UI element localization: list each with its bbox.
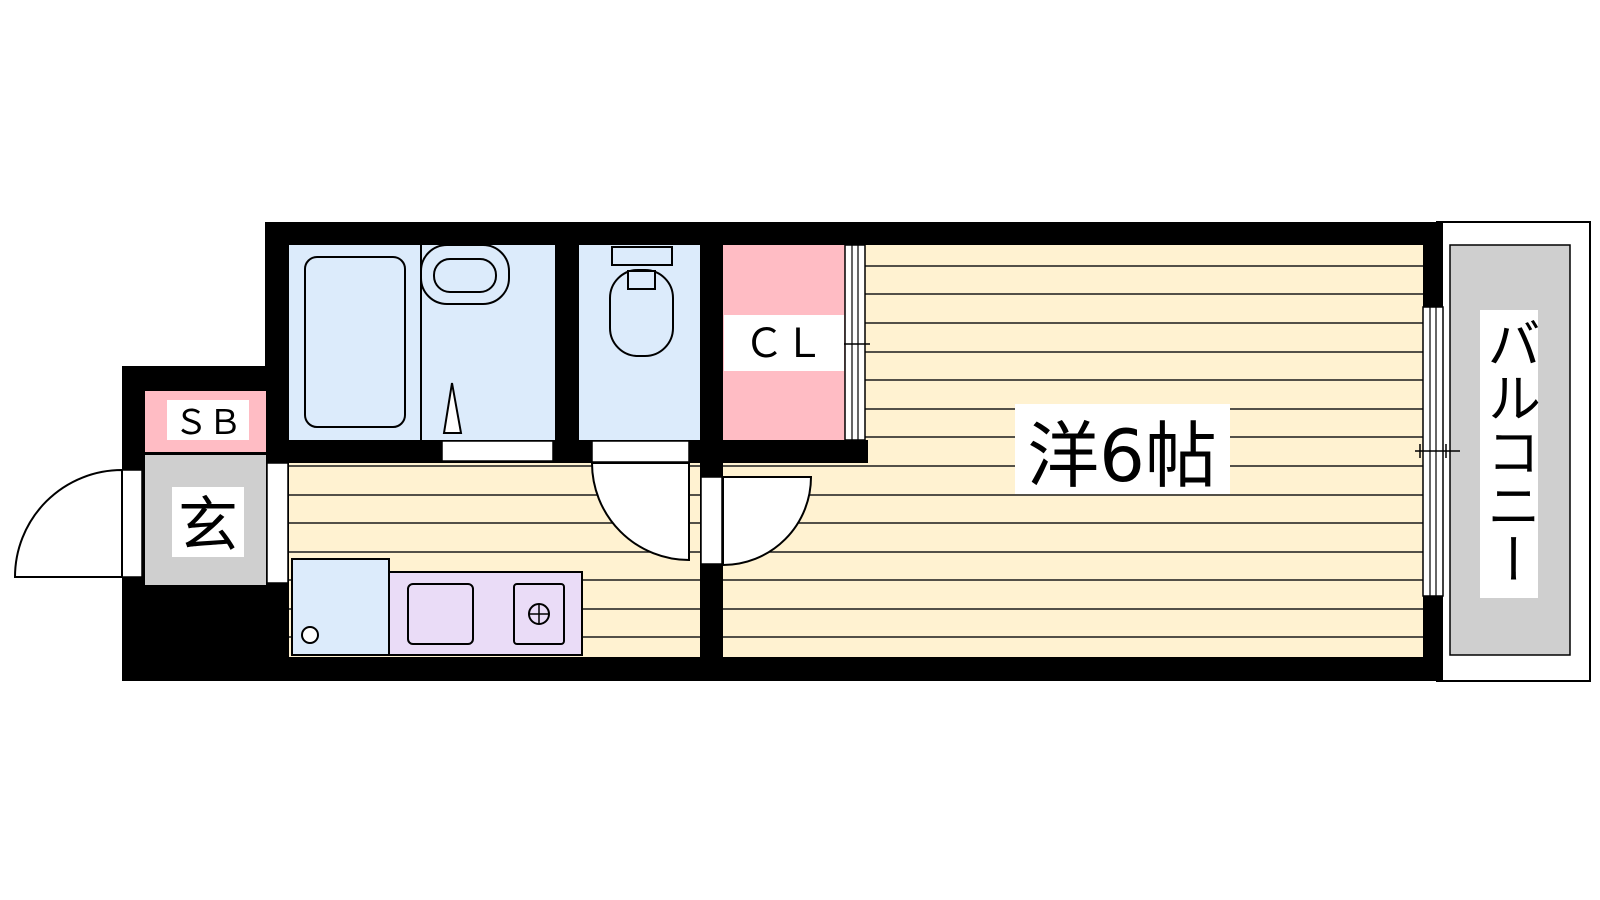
- toilet-tank-icon: [611, 246, 673, 266]
- entrance-label-bg: [172, 487, 244, 557]
- wall-closet-bottom: [723, 440, 868, 463]
- closet-door-track: [844, 244, 866, 441]
- entrance-label: 玄: [178, 491, 238, 561]
- balcony-window: [1415, 306, 1460, 597]
- closet-label: ＣＬ: [744, 321, 824, 367]
- toilet-seat-icon: [627, 270, 656, 290]
- room-door-opening: [700, 476, 723, 565]
- balcony-label-group: バルコニー: [1478, 310, 1541, 598]
- kitchen-counter: [291, 558, 583, 656]
- bathroom: [289, 244, 555, 440]
- western-room-label-group: 洋6帖: [1015, 404, 1230, 498]
- shoe-box-label: ＳＢ: [174, 403, 242, 443]
- entrance-door-frame: [121, 469, 143, 578]
- toilet-room: [579, 245, 700, 440]
- balcony-label-bg: [1480, 310, 1538, 598]
- western-room-label: 洋6帖: [1027, 414, 1217, 498]
- wall-toilet-room: [700, 245, 723, 657]
- bathtub-icon: [304, 256, 406, 428]
- closet-label-bg: [724, 315, 844, 371]
- wall-bath-toilet: [555, 245, 579, 463]
- doors: [13, 440, 813, 584]
- balcony-label: バルコニー: [1478, 316, 1541, 586]
- room-door-swing: [722, 476, 813, 567]
- toilet-door-opening: [591, 440, 690, 463]
- closet: ＣＬ: [723, 244, 870, 441]
- refrigerator-knob-icon: [301, 626, 319, 644]
- shoe-box-label-bg: [167, 400, 249, 440]
- faucet-icon: [442, 382, 463, 434]
- washbasin-bowl-icon: [433, 258, 497, 293]
- entrance-door-swing: [13, 468, 123, 578]
- shoe-box: ＳＢ: [145, 391, 266, 452]
- toilet-door-swing: [590, 462, 690, 562]
- western-room-label-bg: [1015, 404, 1230, 494]
- entrance-step-frame: [266, 462, 289, 584]
- entrance: 玄: [145, 455, 266, 585]
- bathroom-door: [441, 440, 554, 462]
- sink-icon: [407, 583, 474, 645]
